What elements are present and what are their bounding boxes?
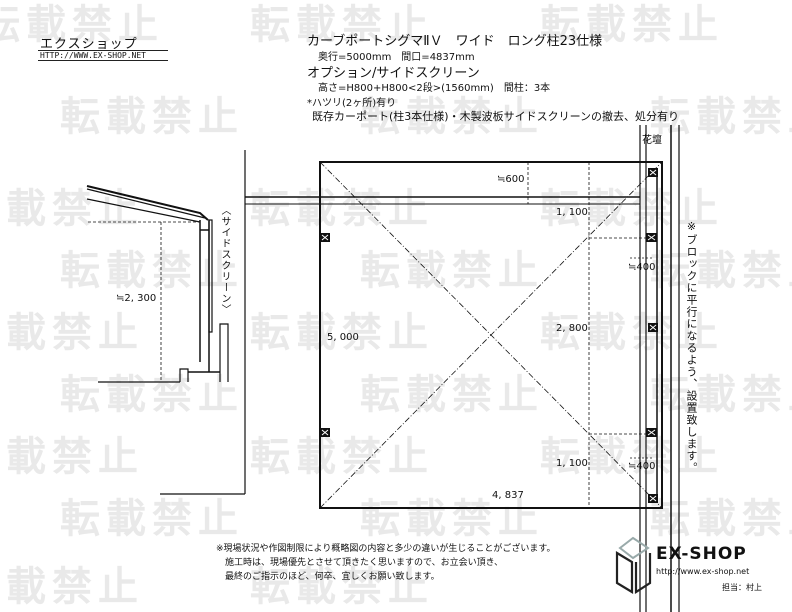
svg-text:転載禁止: 転載禁止 (650, 248, 792, 294)
side-screen-label: 〈サイドスクリーン〉 (219, 205, 230, 315)
note-removal: 既存カーポート(柱3本仕様)・木製波板サイドスクリーンの撤去、処分有り (312, 110, 680, 123)
footer-note-line3: 最終のご指示のほど、何卒、宜しくお願い致します。 (225, 572, 440, 582)
svg-text:転載禁止: 転載禁止 (650, 94, 792, 140)
svg-text:転載禁止: 転載禁止 (0, 310, 144, 356)
brand-url: http://www.ex-shop.net (656, 567, 750, 576)
svg-text:転載禁止: 転載禁止 (60, 496, 244, 542)
dim-width: 4, 837 (492, 490, 524, 501)
option-detail: 高さ=H800+H800<2段>(1560mm) 間柱：3本 (318, 83, 551, 94)
product-title: カーブポートシグマⅡＶ ワイド ロング柱23仕様 (307, 34, 603, 49)
svg-text:転載禁止: 転載禁止 (0, 2, 164, 48)
svg-text:転載禁止: 転載禁止 (0, 434, 144, 480)
svg-text:転載禁止: 転載禁止 (360, 496, 544, 542)
footer-note-line1: ※現場状況や作図制限により概略図の内容と多少の違いが生じることがございます。 (216, 544, 556, 554)
svg-text:転載禁止: 転載禁止 (60, 372, 244, 418)
dim-post-spacing-top: 1, 100 (556, 207, 588, 218)
footer-notes: ※現場状況や作図制限により概略図の内容と多少の違いが生じることがございます。 施… (216, 542, 555, 584)
dim-400-top: ≒400 (628, 262, 656, 273)
dim-post-spacing-bottom: 1, 100 (556, 458, 588, 469)
svg-text:転載禁止: 転載禁止 (540, 2, 724, 48)
svg-text:転載禁止: 転載禁止 (540, 186, 724, 232)
footer-note-line2: 施工時は、現場優先とさせて頂きたく思いますので、お立会い頂き、 (225, 558, 504, 568)
dim-depth: 5, 000 (327, 332, 359, 343)
svg-text:転載禁止: 転載禁止 (360, 94, 544, 140)
svg-text:転載禁止: 転載禁止 (0, 564, 144, 610)
svg-text:転載禁止: 転載禁止 (360, 372, 544, 418)
shop-url: HTTP://WWW.EX-SHOP.NET (38, 50, 168, 61)
svg-text:転載禁止: 転載禁止 (250, 310, 434, 356)
svg-text:転載禁止: 転載禁止 (250, 186, 434, 232)
staff-name: 担当：村上 (722, 583, 762, 592)
dim-overhang: ≒600 (497, 174, 525, 185)
shop-name: エクスショップ (40, 37, 138, 52)
product-dimensions: 奥行=5000mm 間口=4837mm (318, 52, 475, 63)
svg-text:転載禁止: 転載禁止 (60, 94, 244, 140)
svg-text:転載禁止: 転載禁止 (250, 434, 434, 480)
svg-text:転載禁止: 転載禁止 (650, 372, 792, 418)
option-title: オプション/サイドスクリーン (307, 66, 480, 81)
svg-text:転載禁止: 転載禁止 (360, 248, 544, 294)
plan-view (319, 125, 680, 612)
note-chipping: *ハツリ(2ヶ所)有り (307, 98, 397, 109)
flowerbed-label: 花壇 (642, 135, 662, 146)
brand-logo-text: EX-SHOP (656, 544, 747, 564)
dim-400-bottom: ≒400 (628, 461, 656, 472)
svg-text:転載禁止: 転載禁止 (650, 496, 792, 542)
svg-text:転載禁止: 転載禁止 (250, 564, 434, 610)
height-dimension: ≒2, 300 (116, 293, 157, 304)
dim-post-spacing-mid: 2, 800 (556, 323, 588, 334)
svg-text:転載禁止: 転載禁止 (540, 434, 724, 480)
block-parallel-note: ※ブロックに平行になるよう、設置致します。 (685, 220, 698, 474)
svg-text:転載禁止: 転載禁止 (250, 2, 434, 48)
side-view-elevation (86, 150, 640, 495)
logo-cube-outline (618, 536, 650, 560)
svg-text:転載禁止: 転載禁止 (540, 310, 724, 356)
